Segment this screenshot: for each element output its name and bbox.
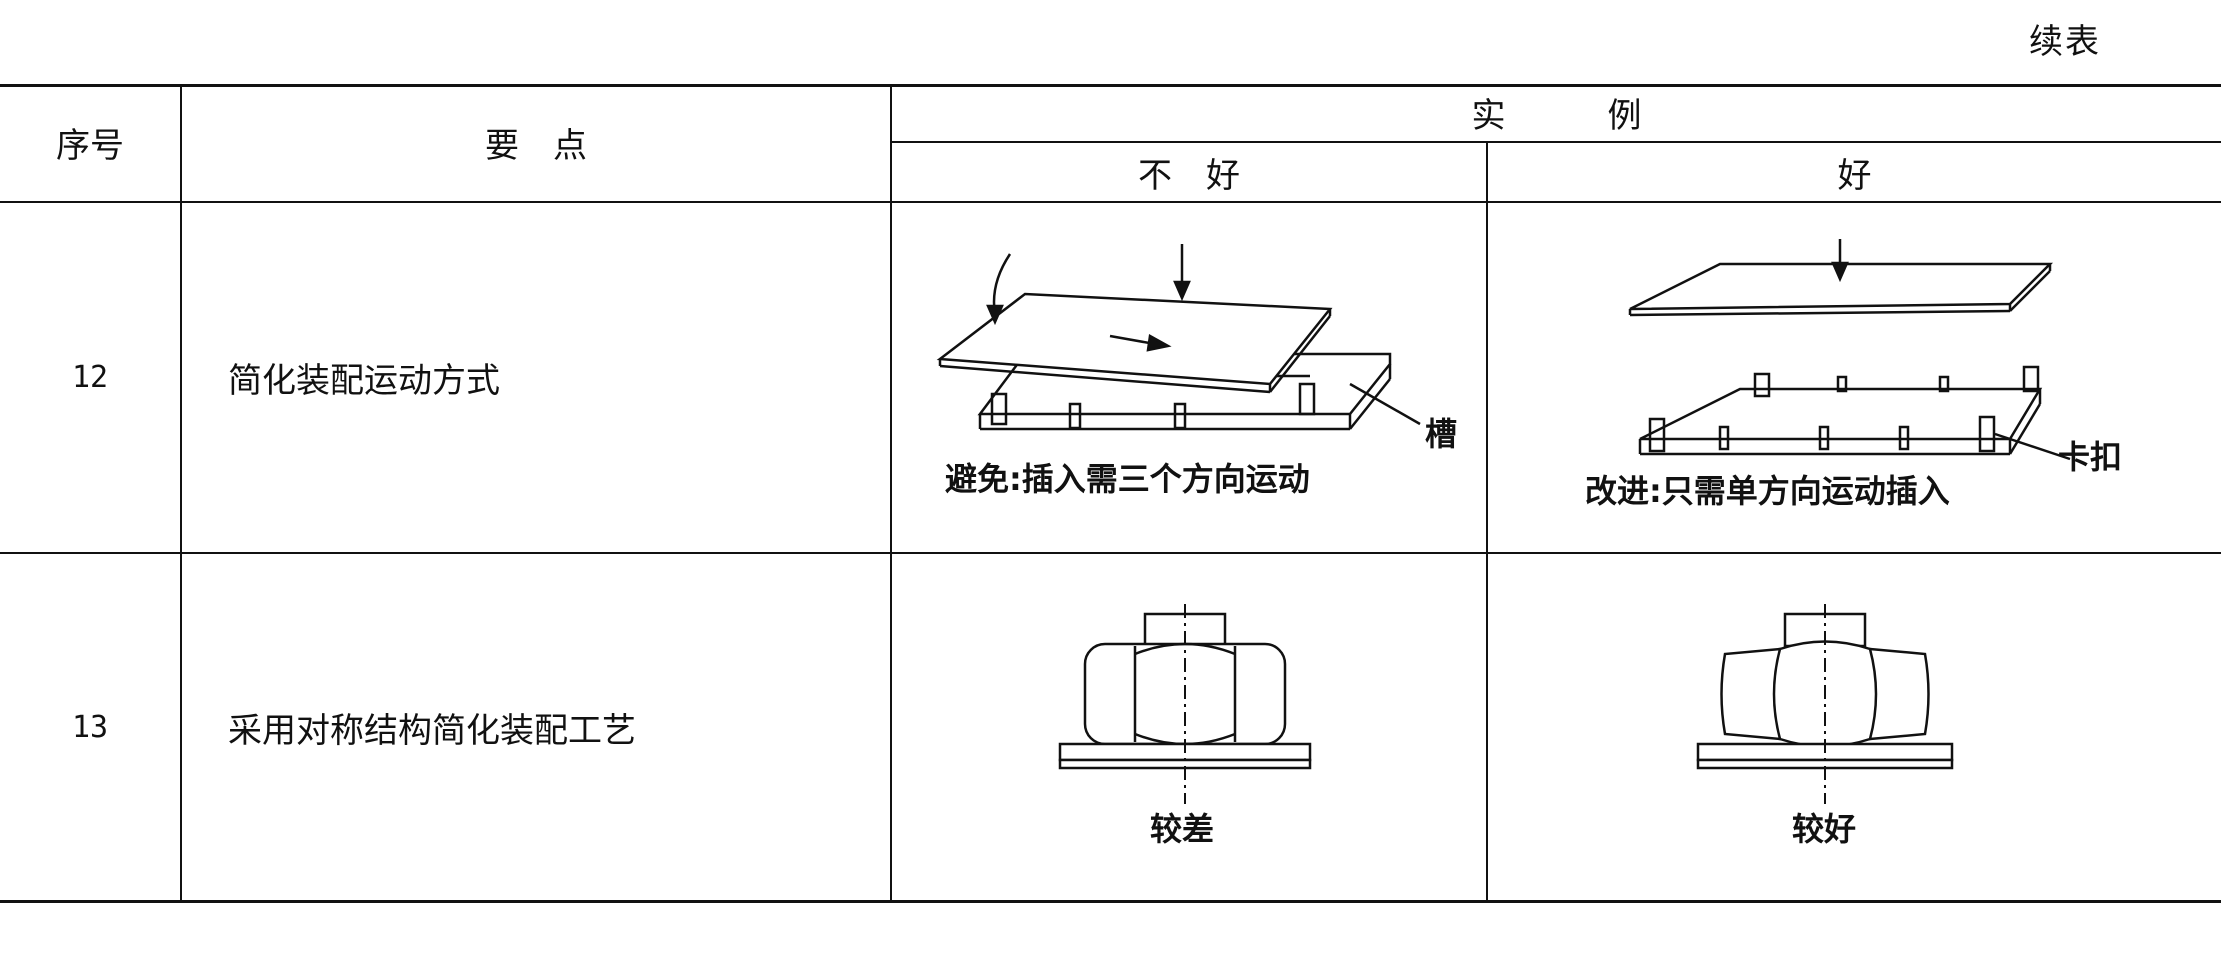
row-12-bad-callout: 槽 <box>1425 415 1458 453</box>
row-13-bad-nut-illustration <box>1058 604 1312 804</box>
row-13-seq: 13 <box>71 709 109 745</box>
table-bottom-rule <box>0 900 2221 903</box>
row-12-good-illustration <box>1628 239 2071 461</box>
row-13-bad-caption: 较差 <box>1150 810 1215 848</box>
row-12-seq: 12 <box>71 360 109 395</box>
row-13-point: 采用对称结构简化装配工艺 <box>228 710 636 751</box>
row-divider <box>0 552 2221 554</box>
col-divider-bad-good <box>1486 141 1488 903</box>
header-bad: 不 好 <box>1138 155 1240 196</box>
row-12-good-callout: 卡扣 <box>2058 438 2123 476</box>
header-example: 实 例 <box>1471 96 1642 136</box>
continued-label: 续表 <box>2029 22 2101 62</box>
row-12-bad-caption: 避免:插入需三个方向运动 <box>945 460 1310 498</box>
col-divider-seq <box>180 84 182 903</box>
header-points: 要 点 <box>485 126 587 166</box>
row-12-good-caption: 改进:只需单方向运动插入 <box>1585 472 1950 510</box>
table-top-rule <box>0 84 2221 87</box>
col-divider-points <box>890 84 892 903</box>
header-seq: 序号 <box>56 126 124 166</box>
header-good: 好 <box>1837 155 1872 196</box>
row-12-point: 简化装配运动方式 <box>228 361 500 401</box>
assembly-guidelines-table: 序号 要 点 实 例 不 好 好 12 简化装配运动方式 <box>0 84 2221 904</box>
row-13-good-nut-illustration <box>1696 604 1954 804</box>
row-12-bad-illustration <box>936 244 1421 431</box>
header-bottom-rule <box>0 201 2221 203</box>
header-sub-rule <box>890 141 2221 143</box>
row-13-good-caption: 较好 <box>1792 810 1857 848</box>
